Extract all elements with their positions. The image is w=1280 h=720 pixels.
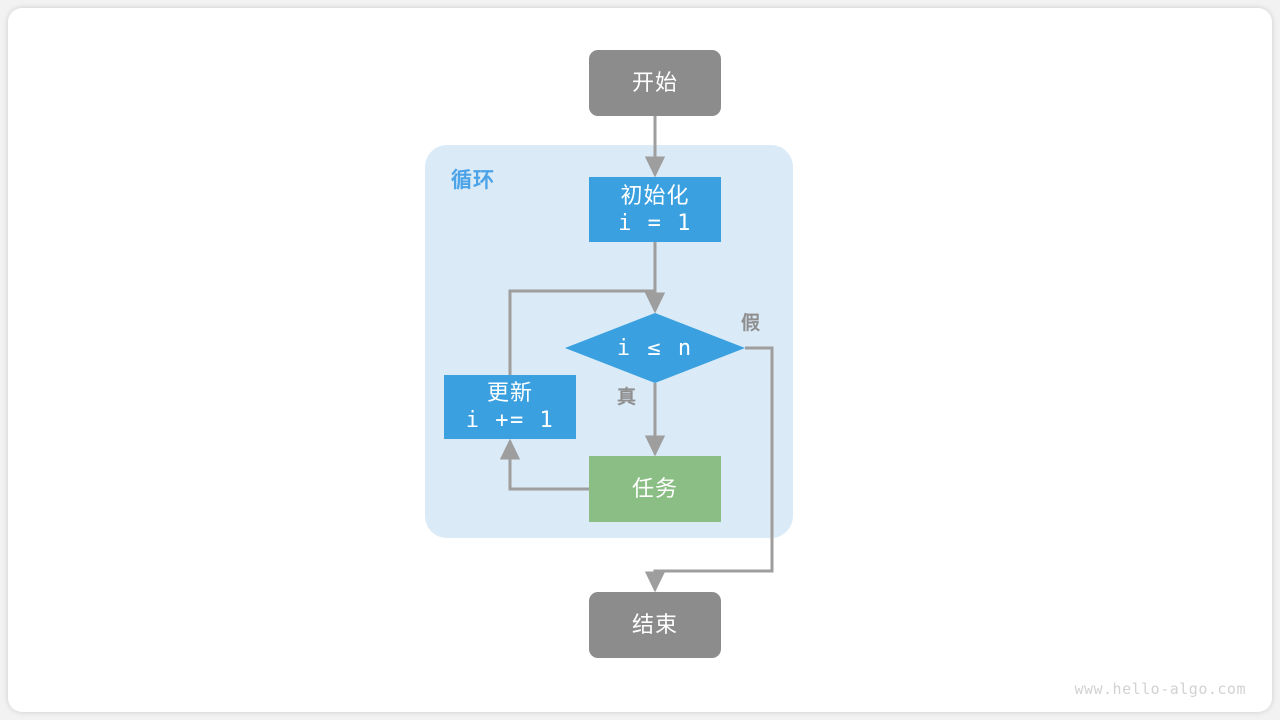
node-update-label: 更新 bbox=[486, 380, 533, 405]
node-condition[interactable]: i ≤ n bbox=[565, 313, 745, 383]
node-start[interactable]: 开始 bbox=[589, 50, 721, 116]
node-task[interactable]: 任务 bbox=[589, 456, 721, 522]
node-end[interactable]: 结束 bbox=[589, 592, 721, 658]
node-task-label: 任务 bbox=[631, 476, 678, 501]
node-init-code: i = 1 bbox=[618, 210, 692, 236]
node-end-label: 结束 bbox=[631, 612, 678, 637]
watermark: www.hello-algo.com bbox=[1074, 680, 1246, 698]
node-init-label: 初始化 bbox=[620, 182, 690, 208]
loop-container-label: 循环 bbox=[451, 169, 495, 192]
node-update[interactable]: 更新 i += 1 bbox=[444, 375, 576, 439]
node-init[interactable]: 初始化 i = 1 bbox=[589, 177, 721, 242]
edge-task-to-update bbox=[499, 438, 589, 491]
edge-label-true: 真 bbox=[617, 387, 637, 408]
node-condition-label: i ≤ n bbox=[616, 335, 694, 361]
edge-label-false: 假 bbox=[741, 313, 761, 334]
node-update-code: i += 1 bbox=[465, 408, 555, 433]
node-start-label: 开始 bbox=[631, 70, 678, 95]
edge-condition-to-end bbox=[644, 346, 774, 593]
edge-update-to-condition bbox=[508, 289, 657, 375]
